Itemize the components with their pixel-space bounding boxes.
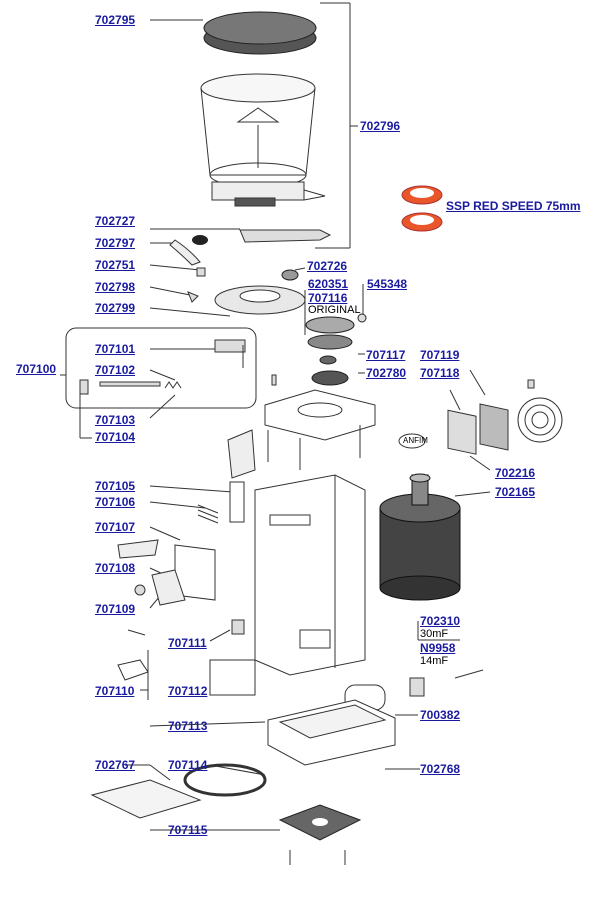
- part-label-707110[interactable]: 707110: [95, 684, 135, 698]
- original-note: ORIGINAL: [308, 304, 361, 316]
- part-label-N9958[interactable]: N9958: [420, 641, 456, 655]
- chute: [227, 429, 256, 479]
- part-label-707111[interactable]: 707111: [168, 636, 207, 650]
- part-label-702216[interactable]: 702216: [495, 466, 536, 480]
- drip-tray: [90, 779, 202, 819]
- part-label-702165[interactable]: 702165: [495, 485, 536, 499]
- part-label-707102[interactable]: 707102: [95, 363, 136, 377]
- part-label-702726[interactable]: 702726: [307, 259, 348, 273]
- ssp-red-speed-burrs: [401, 185, 443, 232]
- part-label-702768[interactable]: 702768: [420, 762, 461, 776]
- part-label-707105[interactable]: 707105: [95, 479, 136, 493]
- capacitor-30mf-note: 30mF: [420, 628, 449, 640]
- part-label-707108[interactable]: 707108: [95, 561, 136, 575]
- part-label-620351[interactable]: 620351: [308, 277, 349, 291]
- main-housing: [254, 474, 366, 676]
- part-label-707107[interactable]: 707107: [95, 520, 136, 534]
- part-label-707114[interactable]: 707114: [168, 758, 208, 772]
- part-label-702799[interactable]: 702799: [95, 301, 136, 315]
- grinding-chamber: [264, 389, 376, 470]
- anfim-badge-text: ANFIM: [403, 436, 428, 445]
- base: [267, 699, 396, 766]
- burr-set: [305, 313, 367, 386]
- group-box-707100: [65, 327, 257, 409]
- part-label-707109[interactable]: 707109: [95, 602, 136, 616]
- capacitor-14mf-note: 14mF: [420, 655, 449, 667]
- part-label-707104[interactable]: 707104: [95, 430, 136, 444]
- part-label-702780[interactable]: 702780: [366, 366, 407, 380]
- part-label-545348[interactable]: 545348: [367, 277, 408, 291]
- part-label-707117[interactable]: 707117: [366, 348, 406, 362]
- gasket-ring: [183, 763, 267, 797]
- bottom-plate: [278, 804, 362, 865]
- part-label-707106[interactable]: 707106: [95, 495, 136, 509]
- part-label-702797[interactable]: 702797: [95, 236, 136, 250]
- part-label-707112[interactable]: 707112: [168, 684, 208, 698]
- capacitor: [344, 669, 484, 711]
- part-label-707100[interactable]: 707100: [16, 362, 57, 376]
- part-label-707116[interactable]: 707116: [308, 291, 348, 305]
- fan-assembly: [447, 379, 563, 455]
- slide-gate: [239, 229, 332, 243]
- hopper-lid: [203, 11, 317, 55]
- motor: [379, 473, 461, 601]
- anfim-badge: [398, 433, 426, 449]
- part-label-707118[interactable]: 707118: [420, 366, 460, 380]
- part-label-702727[interactable]: 702727: [95, 214, 136, 228]
- part-label-702796[interactable]: 702796: [360, 119, 401, 133]
- hopper: [200, 73, 326, 207]
- burr-carrier: [214, 285, 306, 315]
- part-label-707119[interactable]: 707119: [420, 348, 460, 362]
- part-label-702310[interactable]: 702310: [420, 614, 461, 628]
- part-label-702767[interactable]: 702767: [95, 758, 136, 772]
- part-label-707113[interactable]: 707113: [168, 719, 208, 733]
- part-label-702751[interactable]: 702751: [95, 258, 136, 272]
- part-label-702798[interactable]: 702798: [95, 280, 136, 294]
- part-label-707115[interactable]: 707115: [168, 823, 208, 837]
- part-label-700382[interactable]: 700382: [420, 708, 461, 722]
- part-label-707101[interactable]: 707101: [95, 342, 136, 356]
- part-label-707103[interactable]: 707103: [95, 413, 136, 427]
- part-label-702795[interactable]: 702795: [95, 13, 136, 27]
- ssp-red-speed-link[interactable]: SSP RED SPEED 75mm: [446, 199, 581, 213]
